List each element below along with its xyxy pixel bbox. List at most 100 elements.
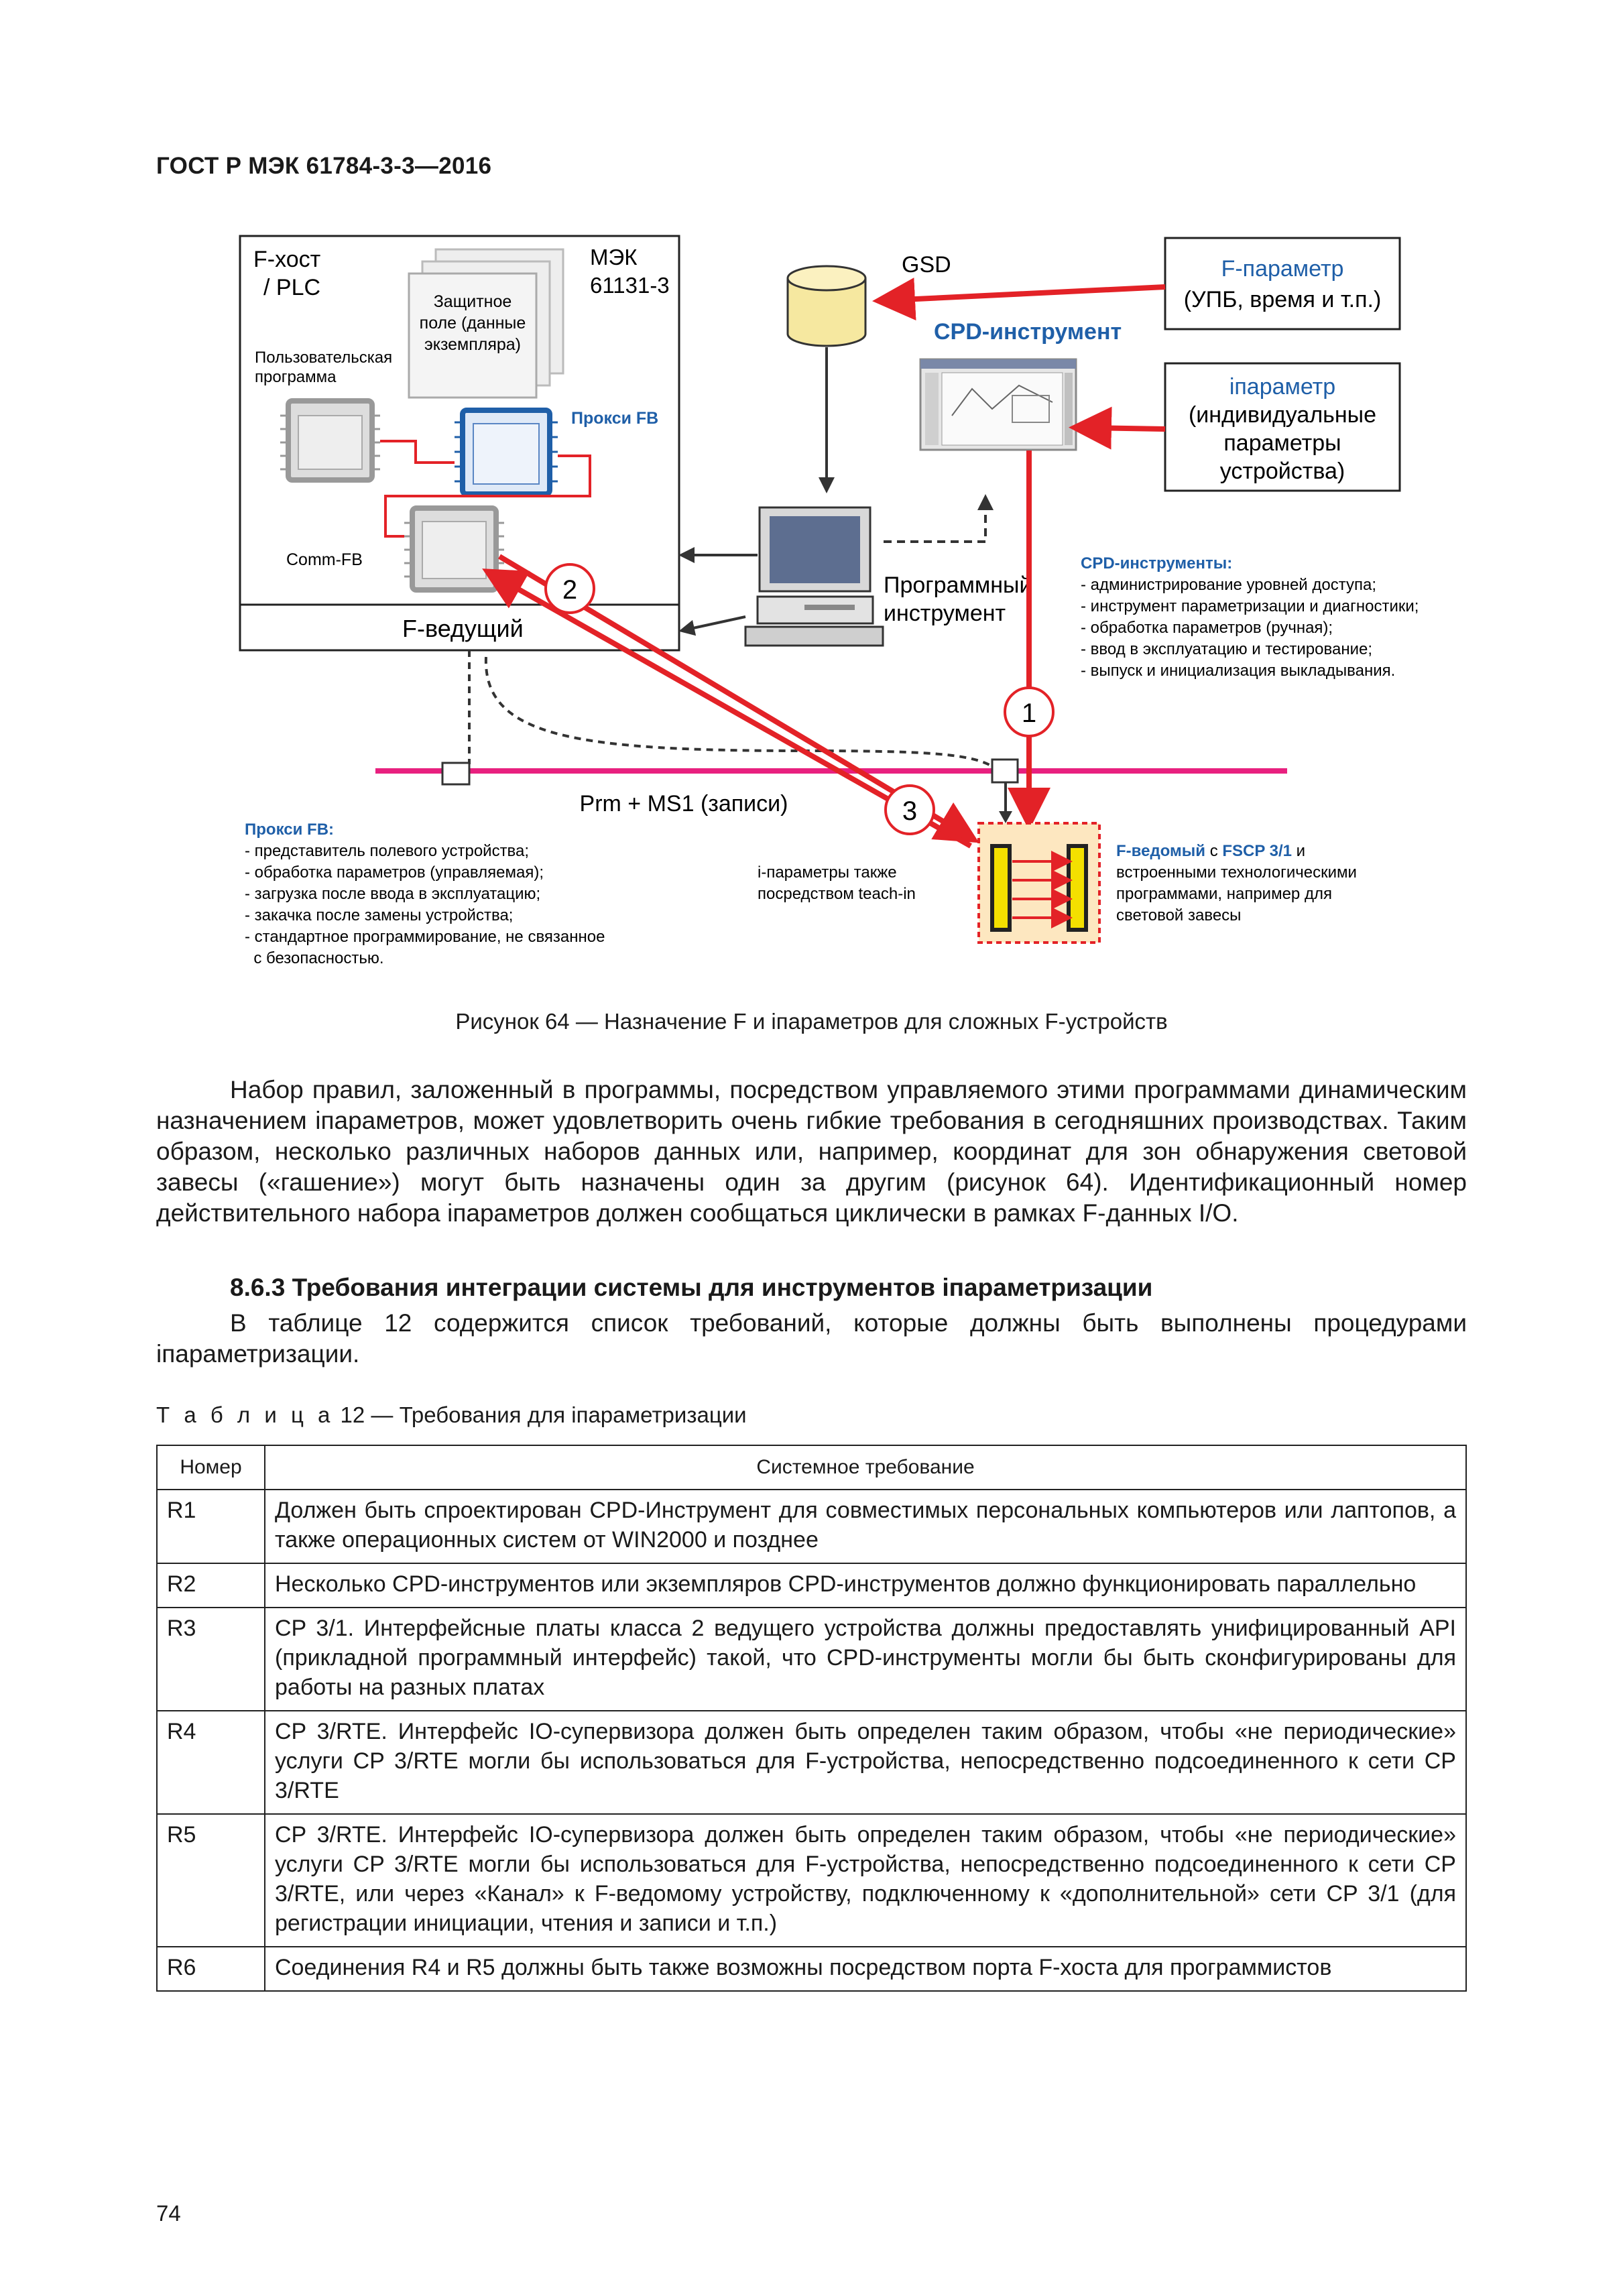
- comm-fb-label: Comm-FB: [286, 550, 363, 569]
- proxy-notes-title: Прокси FB:: [245, 821, 334, 839]
- proxy-notes-item: с безопасностью.: [245, 949, 384, 967]
- cpd-tool-label: CPD-инструмент: [934, 319, 1122, 345]
- paragraph-2: В таблице 12 содержится список требовани…: [156, 1309, 1467, 1368]
- row-number: R4: [156, 1710, 265, 1815]
- cpd-notes-item: - ввод в эксплуатацию и тестирование;: [1081, 640, 1372, 658]
- i-param-line1: iпараметр: [1229, 374, 1335, 400]
- teach-in-2: посредством teach-in: [758, 885, 916, 903]
- cpd-notes-item: - обработка параметров (ручная);: [1081, 619, 1333, 637]
- f-param-line1: F-параметр: [1221, 256, 1344, 282]
- marker-3-label: 3: [902, 796, 917, 826]
- cpd-notes-title: CPD-инструменты:: [1081, 554, 1232, 572]
- proxy-notes-item: - стандартное программирование, не связа…: [245, 928, 605, 946]
- table-caption: Т а б л и ц а 12 — Требования для iпарам…: [156, 1402, 747, 1428]
- section-title: Требования интеграции системы для инстру…: [292, 1274, 1153, 1301]
- table-row: R3 CP 3/1. Интерфейсные платы класса 2 в…: [156, 1607, 1467, 1711]
- gsd-database-icon: GSD: [786, 252, 951, 347]
- header-requirement: Системное требование: [264, 1445, 1467, 1490]
- row-number: R1: [156, 1489, 265, 1564]
- safety-field-1: Защитное: [434, 292, 512, 311]
- row-requirement: Соединения R4 и R5 должны быть также воз…: [264, 1946, 1467, 1992]
- cpd-notes-item: - администрирование уровней доступа;: [1081, 576, 1376, 594]
- f-slave-bold2: FSCP 3/1: [1222, 842, 1292, 860]
- table-header-row: Номер Системное требование: [156, 1445, 1467, 1490]
- f-slave-line2: встроенными технологическими: [1116, 863, 1357, 882]
- svg-text:F-ведомый с FSCP 3/1 и: F-ведомый с FSCP 3/1 и: [1116, 842, 1305, 860]
- gsd-label: GSD: [902, 252, 951, 278]
- proxy-notes-item: - обработка параметров (управляемая);: [245, 863, 544, 882]
- table-row: R6 Соединения R4 и R5 должны быть также …: [156, 1946, 1467, 1992]
- proxy-fb-label: Прокси FB: [571, 409, 658, 428]
- i-param-line2: (индивидуальные: [1189, 402, 1376, 428]
- table-row: R5 CP 3/RTE. Интерфейс IO-супервизора до…: [156, 1813, 1467, 1947]
- f-parameter-box: F-параметр (УПБ, время и т.п.): [1164, 237, 1401, 330]
- prm-label: Prm + MS1 (записи): [580, 791, 788, 817]
- software-tool-2: инструмент: [884, 601, 1006, 626]
- page-number: 74: [156, 2201, 181, 2226]
- document-header: ГОСТ Р МЭК 61784-3-3—2016: [156, 153, 492, 179]
- f-slave-text2: и: [1292, 842, 1305, 860]
- f-param-line2: (УПБ, время и т.п.): [1184, 287, 1382, 312]
- row-number: R2: [156, 1563, 265, 1608]
- teach-in-1: i-параметры также: [758, 863, 897, 882]
- marker-3: 3: [884, 784, 935, 835]
- host-title-2: / PLC: [263, 275, 320, 300]
- red-parameter-arrows: [872, 278, 1166, 450]
- requirements-table: Номер Системное требование R1 Должен быт…: [156, 1445, 1467, 1992]
- f-slave-line4: световой завесы: [1116, 906, 1241, 924]
- comm-fb-icon: Comm-FB: [286, 505, 504, 593]
- marker-2: 2: [544, 563, 595, 614]
- table-row: R2 Несколько CPD-инструментов или экземп…: [156, 1563, 1467, 1608]
- f-slave-notes: F-ведомый с FSCP 3/1 и встроенными техно…: [1116, 842, 1357, 924]
- cpd-notes-item: - выпуск и инициализация выкладывания.: [1081, 662, 1395, 680]
- fieldbus-line: Prm + MS1 (записи): [375, 650, 1287, 823]
- cpd-tools-notes: CPD-инструменты: - администрирование уро…: [1081, 554, 1419, 680]
- row-number: R3: [156, 1607, 265, 1711]
- header-number: Номер: [156, 1445, 265, 1490]
- table-row: R1 Должен быть спроектирован CPD-Инструм…: [156, 1489, 1467, 1564]
- table-caption-label: Т а б л и ц а: [156, 1402, 335, 1427]
- iec-label-2: 61131-3: [590, 273, 670, 298]
- row-requirement: CP 3/RTE. Интерфейс IO-супервизора долже…: [264, 1813, 1467, 1947]
- f-slave-device-icon: [977, 822, 1101, 944]
- f-slave-line3: программами, например для: [1116, 885, 1332, 903]
- teach-in-note: i-параметры также посредством teach-in: [758, 863, 916, 903]
- i-parameter-box: iпараметр (индивидуальные параметры устр…: [1164, 362, 1401, 492]
- user-program-label-2: программа: [255, 368, 337, 386]
- i-param-line3: параметры: [1223, 430, 1341, 456]
- iec-label-1: МЭК: [590, 245, 638, 269]
- row-number: R6: [156, 1946, 265, 1992]
- proxy-fb-icon: Прокси FB: [455, 408, 658, 497]
- f-master-label: F-ведущий: [402, 615, 524, 642]
- row-requirement: Несколько CPD-инструментов или экземпляр…: [264, 1563, 1467, 1608]
- figure-caption: Рисунок 64 — Назначение F и iпараметров …: [455, 1009, 1168, 1034]
- marker-1: 1: [1004, 686, 1055, 737]
- marker-2-label: 2: [562, 575, 577, 605]
- section-heading: 8.6.3 Требования интеграции системы для …: [230, 1274, 1152, 1302]
- proxy-fb-notes: Прокси FB: - представитель полевого устр…: [245, 821, 605, 967]
- safety-field-2: поле (данные: [420, 314, 526, 333]
- table-row: R4 CP 3/RTE. Интерфейс IO-супервизора до…: [156, 1710, 1467, 1815]
- cpd-tool-window: CPD-инструмент: [919, 319, 1122, 451]
- cpd-notes-item: - инструмент параметризации и диагностик…: [1081, 597, 1419, 615]
- row-requirement: CP 3/1. Интерфейсные платы класса 2 веду…: [264, 1607, 1467, 1711]
- proxy-notes-item: - загрузка после ввода в эксплуатацию;: [245, 885, 540, 903]
- f-slave-bold1: F-ведомый: [1116, 842, 1205, 860]
- paragraph-1: Набор правил, заложенный в программы, по…: [156, 1076, 1467, 1227]
- dark-arrows: [678, 347, 994, 636]
- marker-1-label: 1: [1022, 699, 1036, 728]
- proxy-notes-item: - представитель полевого устройства;: [245, 842, 529, 860]
- software-tool-1: Программный: [884, 572, 1032, 598]
- user-program-icon: [280, 398, 380, 483]
- host-title-1: F-хост: [253, 247, 320, 272]
- section-number: 8.6.3: [230, 1274, 286, 1301]
- safety-field-instance: Защитное поле (данные экземпляра): [408, 248, 564, 399]
- safety-field-3: экземпляра): [424, 335, 521, 354]
- software-tool-computer: Программный инструмент: [744, 506, 1032, 647]
- proxy-notes-item: - закачка после замены устройства;: [245, 906, 513, 924]
- row-requirement: CP 3/RTE. Интерфейс IO-супервизора долже…: [264, 1710, 1467, 1815]
- user-program-label-1: Пользовательская: [255, 349, 392, 367]
- i-param-line4: устройства): [1220, 459, 1345, 484]
- f-slave-text1: с: [1205, 842, 1222, 860]
- table-caption-text: 12 — Требования для iпараметризации: [334, 1402, 747, 1427]
